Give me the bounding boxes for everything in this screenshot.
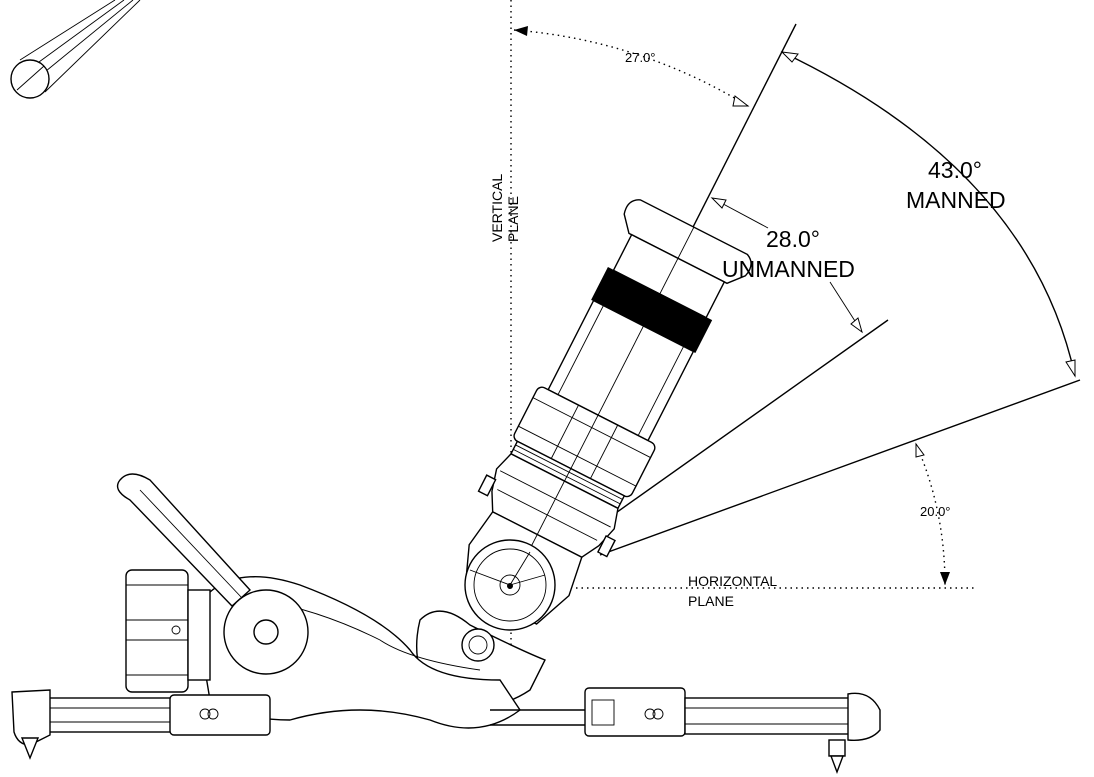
vertical-plane-label-1: VERTICAL xyxy=(489,174,505,242)
arrowhead xyxy=(1065,359,1076,378)
left-leg xyxy=(11,689,271,760)
manned-label: MANNED xyxy=(906,187,1006,213)
arrowhead xyxy=(915,442,925,458)
angle-27-label: 27.0° xyxy=(625,50,656,65)
hub-bolt xyxy=(253,619,279,645)
arrowhead xyxy=(850,317,863,334)
bleed-valve xyxy=(461,628,495,662)
unmanned-label: UNMANNED xyxy=(722,256,855,282)
right-leg xyxy=(490,687,881,774)
vertical-plane-label-2: PLANE xyxy=(505,196,521,242)
arrowhead xyxy=(940,572,950,585)
rod-part xyxy=(10,0,141,99)
angle-20-label: 20.0° xyxy=(920,504,951,519)
nozzle-tip xyxy=(623,199,752,285)
bolt xyxy=(477,474,497,497)
manned-angle-value: 43.0° xyxy=(928,157,982,183)
horizontal-plane-label-2: PLANE xyxy=(688,593,734,609)
inlet-coupling xyxy=(125,569,211,693)
unmanned-angle-value: 28.0° xyxy=(766,226,820,252)
arrowhead xyxy=(780,51,799,63)
arc-20 xyxy=(915,443,946,586)
arrowhead xyxy=(514,26,528,36)
arc-43 xyxy=(781,51,1076,377)
arrowhead xyxy=(732,95,750,107)
swivel-joint xyxy=(464,539,556,631)
arc-27 xyxy=(513,29,749,107)
arrowhead xyxy=(710,197,727,209)
manned-limit-line xyxy=(599,379,1081,556)
bolt xyxy=(596,535,616,558)
horizontal-plane-label-1: HORIZONTAL xyxy=(688,573,777,589)
